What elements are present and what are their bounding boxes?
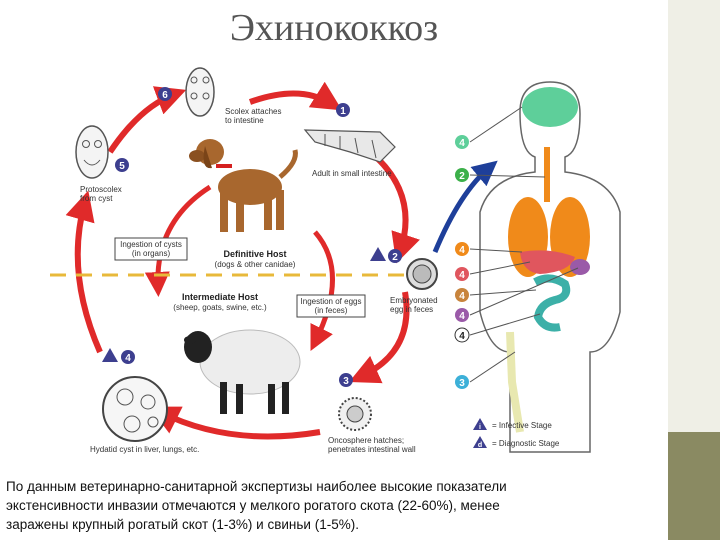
hydatid-cyst-illustration [102, 376, 168, 442]
svg-text:i: i [479, 424, 481, 431]
oncosphere-label-1: Oncosphere hatches; [328, 436, 404, 445]
adult-label: Adult in small intestine [312, 169, 392, 178]
sheep-illustration [184, 329, 301, 414]
svg-text:4: 4 [459, 270, 465, 281]
protoscolex-label-2: from cyst [80, 194, 113, 203]
intermediate-host-label: Intermediate Host [182, 292, 258, 302]
diagnostic-stage-symbol [473, 436, 487, 448]
ingestion-eggs-box [296, 294, 366, 318]
stage-4-badge: 4 [102, 348, 135, 364]
oncosphere-label-2: penetrates intestinal wall [328, 445, 416, 454]
ingestion-cysts-box [114, 237, 188, 261]
svg-text:4: 4 [459, 138, 465, 149]
embryonated-label-1: Embryonated [390, 296, 438, 305]
human-figure [479, 81, 621, 453]
stage-3-badge: 3 [339, 373, 353, 387]
stage-1-badge: 1 [336, 103, 350, 117]
side-bar-accent [668, 432, 720, 540]
ingestion-cysts-label-1: Ingestion of cysts [120, 240, 182, 249]
stage-2-badge: 2 [370, 247, 402, 263]
svg-text:2: 2 [392, 252, 398, 263]
svg-text:1: 1 [340, 106, 346, 117]
legend: i = Infective Stage d = Diagnostic Stage [473, 418, 560, 449]
slide-title: Эхинококкоз [229, 7, 439, 49]
definitive-host-sub: (dogs & other canidae) [215, 260, 296, 269]
infective-stage-label: = Infective Stage [492, 421, 552, 430]
stage-5-badge: 5 [115, 158, 129, 172]
stage-6-badge: 6 [158, 87, 172, 101]
organ-markers: 4 2 4 4 4 4 4 3 [454, 135, 470, 389]
svg-text:4: 4 [459, 245, 465, 256]
svg-text:5: 5 [119, 161, 125, 172]
oncosphere-illustration [338, 397, 372, 431]
hydatid-label: Hydatid cyst in liver, lungs, etc. [90, 445, 199, 454]
infective-stage-symbol [473, 418, 487, 430]
adult-worm-illustration [303, 129, 396, 163]
svg-text:4: 4 [459, 291, 465, 302]
caption: По данным ветеринарно-санитарной эксперт… [6, 477, 656, 534]
life-cycle-diagram: 6 1 5 2 3 4 4 2 4 4 4 4 4 3 Scolex attac… [50, 67, 621, 454]
svg-text:d: d [478, 442, 482, 449]
caption-line-3: заражены крупный рогатый скот (1-3%) и с… [6, 517, 359, 532]
svg-text:3: 3 [459, 378, 465, 389]
spleen [570, 259, 590, 275]
dog-illustration [189, 139, 298, 232]
svg-text:4: 4 [125, 353, 131, 364]
embryonated-label-2: egg in feces [390, 305, 433, 314]
intestine [533, 274, 571, 332]
stage-badges: 6 1 5 2 3 4 [102, 87, 402, 387]
ingestion-cysts-label-2: (in organs) [132, 249, 171, 258]
diagnostic-stage-label: = Diagnostic Stage [492, 439, 560, 448]
leader-lines [469, 106, 579, 383]
scolex-label-2: to intestine [225, 116, 264, 125]
caption-line-1: По данным ветеринарно-санитарной эксперт… [6, 479, 507, 494]
svg-text:4: 4 [459, 331, 465, 342]
ingestion-eggs-label-2: (in feces) [315, 306, 348, 315]
bone [506, 331, 524, 433]
svg-text:4: 4 [459, 311, 465, 322]
human-infection-arrow [432, 160, 498, 253]
svg-text:3: 3 [343, 376, 349, 387]
intermediate-host-sub: (sheep, goats, swine, etc.) [173, 303, 267, 312]
definitive-host-label: Definitive Host [223, 249, 286, 259]
svg-text:2: 2 [459, 171, 465, 182]
svg-text:6: 6 [162, 90, 168, 101]
brain [522, 87, 578, 127]
liver [520, 250, 575, 274]
protoscolex-label-1: Protoscolex [80, 185, 122, 194]
caption-line-2: экстенсивности инвазии отмечаются у мелк… [6, 498, 500, 513]
protoscolex-illustration [75, 125, 109, 179]
egg-illustration [406, 258, 438, 290]
scolex-label-1: Scolex attaches [225, 107, 281, 116]
scolex-illustration [185, 67, 215, 117]
ingestion-eggs-label-1: Ingestion of eggs [301, 297, 362, 306]
